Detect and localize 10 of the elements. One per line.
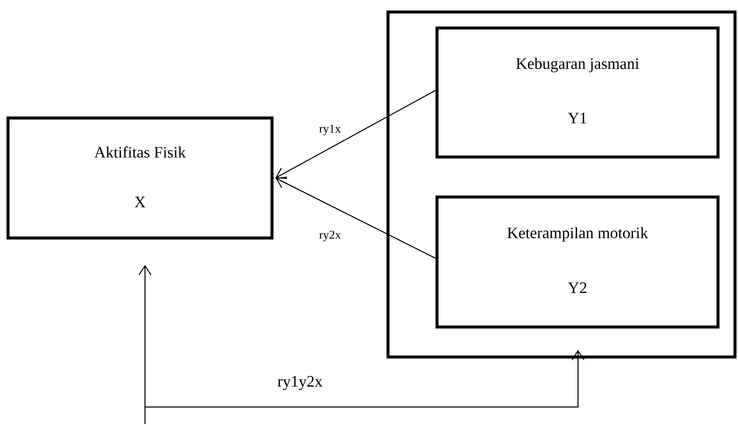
arrow xyxy=(276,176,438,260)
arrow xyxy=(276,89,438,179)
text-box: Aktifitas Fisik X xyxy=(6,116,274,240)
text-box: Keterampilan motorik Y2 xyxy=(436,196,720,328)
edge-label: ry1x xyxy=(319,124,341,136)
edge-label: ry1y2x xyxy=(278,376,322,390)
arrow xyxy=(138,265,584,424)
text-box: Kebugaran jasmani Y1 xyxy=(436,26,720,158)
edge-label: ry2x xyxy=(319,230,341,242)
group-box xyxy=(386,10,736,358)
